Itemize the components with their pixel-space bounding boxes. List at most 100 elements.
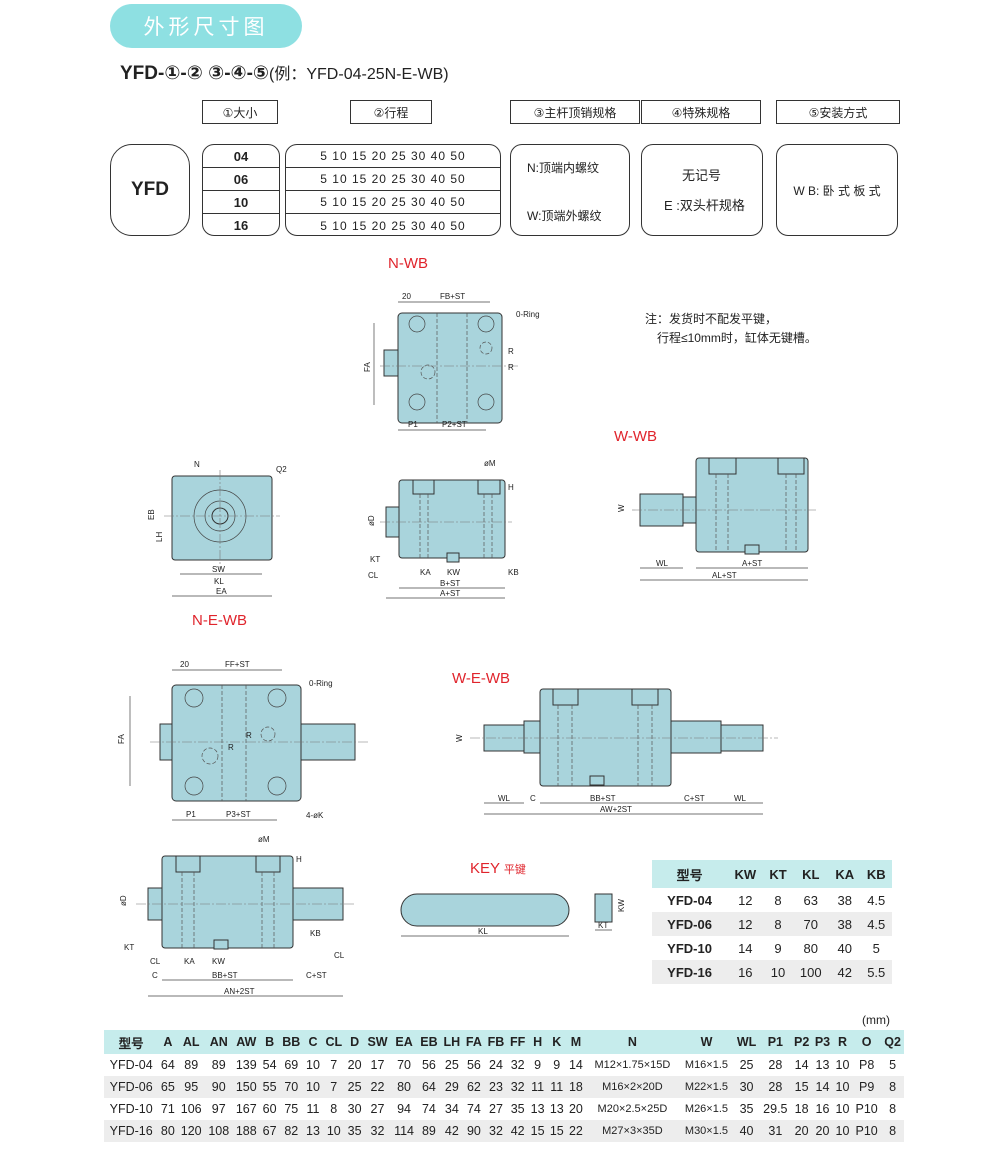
cell: 18 [794, 1102, 809, 1116]
svg-text:KB: KB [310, 929, 321, 938]
cell: 20 [812, 1120, 833, 1142]
cell: 23 [484, 1076, 508, 1098]
cell: M27×3×35D [585, 1120, 680, 1142]
stroke-options: 5 10 15 20 25 30 40 50 [286, 145, 500, 168]
dim-col-12: EB [417, 1030, 441, 1054]
cell: 167 [235, 1102, 257, 1116]
svg-text:20: 20 [402, 292, 411, 301]
cell: 97 [211, 1102, 226, 1116]
cell: 42 [507, 1120, 529, 1142]
cell: 7 [322, 1076, 346, 1098]
svg-text:KL: KL [214, 577, 224, 586]
svg-text:W: W [455, 734, 464, 742]
series-box: YFD [110, 144, 190, 236]
label-special: ④特殊规格 [641, 100, 761, 124]
cell: 95 [177, 1076, 205, 1098]
dim-col-26: R [832, 1030, 853, 1054]
cell: 56 [466, 1058, 481, 1072]
svg-text:FA: FA [363, 362, 372, 372]
cell: 12 [738, 892, 753, 908]
cell: P10 [852, 1120, 882, 1142]
svg-text:R: R [228, 743, 234, 752]
dim-col-18: K [547, 1030, 567, 1054]
cell: M12×1.75×15D [594, 1059, 671, 1071]
cell: 20 [791, 1120, 813, 1142]
cell: 89 [211, 1058, 226, 1072]
cell: 10 [832, 1076, 853, 1098]
drawing-label-w-wb: W-WB [614, 428, 658, 445]
cell: 4.5 [860, 912, 892, 936]
size-option: 04 [203, 145, 279, 168]
cell: 5 [889, 1058, 897, 1072]
cell: 8 [330, 1102, 338, 1116]
stroke-options: 5 10 15 20 25 30 40 50 [286, 168, 500, 191]
rod-option-w: W:顶端外螺纹 [527, 209, 602, 223]
dim-col-1: A [158, 1030, 178, 1054]
cell: 80 [803, 940, 818, 956]
cell: 56 [421, 1058, 436, 1072]
key-col-kl: KL [792, 860, 829, 888]
cell: 14 [738, 940, 753, 956]
cell: 10 [303, 1076, 323, 1098]
key-table-header: 型号 KW KT KL KA KB [652, 860, 892, 888]
cell: 55 [260, 1076, 280, 1098]
dim-col-17: H [528, 1030, 548, 1054]
svg-text:øM: øM [484, 459, 496, 468]
cell: 25 [739, 1058, 754, 1072]
svg-text:KT: KT [598, 921, 608, 930]
cell: 15 [791, 1076, 813, 1098]
cell: 69 [284, 1058, 299, 1072]
svg-text:FA: FA [117, 734, 126, 744]
cell: 40 [837, 940, 852, 956]
cell: 38 [837, 892, 852, 908]
svg-text:WL: WL [656, 559, 669, 568]
svg-text:CL: CL [334, 951, 345, 960]
svg-text:BB+ST: BB+ST [212, 971, 238, 980]
cell: YFD-06 [104, 1076, 159, 1098]
svg-text:R: R [246, 731, 252, 740]
drawing-label-key: KEY 平键 [470, 860, 526, 877]
svg-text:C+ST: C+ST [306, 971, 327, 980]
svg-text:P1: P1 [186, 810, 196, 819]
svg-text:Q2: Q2 [276, 465, 287, 474]
cell: P9 [852, 1076, 882, 1098]
svg-text:KA: KA [184, 957, 195, 966]
svg-text:C: C [152, 971, 158, 980]
cell: 54 [262, 1058, 277, 1072]
cell: 42 [828, 960, 861, 984]
cell: 34 [444, 1102, 459, 1116]
svg-text:W: W [617, 504, 626, 512]
cell: M20×2.5×25D [597, 1103, 668, 1115]
svg-text:0-Ring: 0-Ring [309, 679, 333, 688]
cell: YFD-04 [667, 892, 712, 908]
cell: 20 [347, 1058, 362, 1072]
key-cn-label: 平键 [503, 864, 526, 876]
cell: 8 [889, 1102, 897, 1116]
cell: 71 [160, 1102, 175, 1116]
svg-text:C+ST: C+ST [684, 794, 705, 803]
svg-text:WL: WL [498, 794, 511, 803]
cell: 8 [881, 1120, 904, 1142]
cell: 32 [507, 1076, 529, 1098]
drawing-w-e-wb: W WL C BB+ST C+ST WL AW+2ST [455, 688, 778, 815]
dim-col-27: O [852, 1030, 882, 1054]
cell: 150 [232, 1076, 261, 1098]
svg-text:SW: SW [212, 565, 225, 574]
cell: 65 [158, 1076, 178, 1098]
cell: YFD-04 [109, 1058, 153, 1072]
svg-text:FB+ST: FB+ST [440, 292, 465, 301]
cell: M26×1.5 [684, 1103, 729, 1115]
cell: 35 [345, 1120, 365, 1142]
cell: 15 [547, 1120, 567, 1142]
cell: 4.5 [867, 892, 886, 908]
dim-col-3: AN [204, 1030, 233, 1054]
cell: 75 [284, 1102, 299, 1116]
cell: 120 [177, 1120, 205, 1142]
special-option-none: 无记号 [682, 168, 722, 183]
cell: 67 [260, 1120, 280, 1142]
